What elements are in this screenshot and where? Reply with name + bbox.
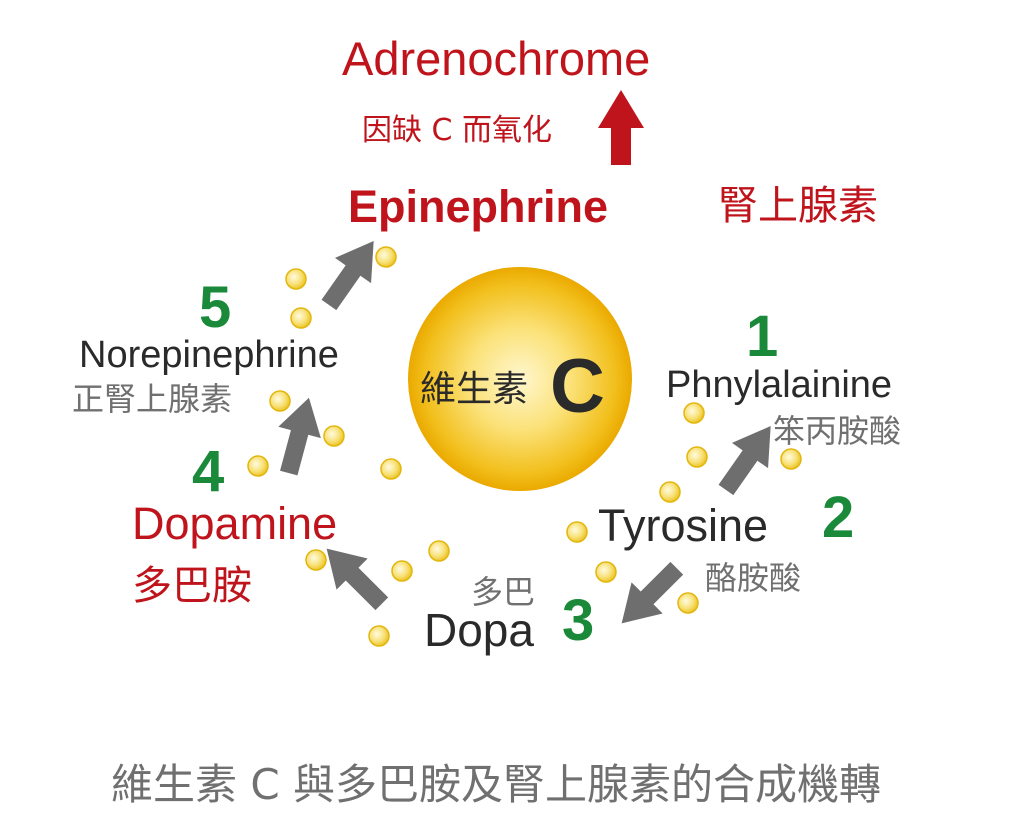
vitamin-zh-label: 維生素 — [420, 369, 529, 410]
step-3-name: Dopa — [424, 604, 534, 656]
step-1-name: Phnylalainine — [666, 364, 893, 406]
step-4-number: 4 — [192, 439, 225, 504]
vitamin-c-dot-icon — [305, 549, 327, 571]
step-4-name: Dopamine — [132, 498, 338, 549]
step-5-number: 5 — [199, 275, 232, 340]
vitamin-c-dot-icon — [323, 425, 345, 447]
gray-arrow-icon — [321, 241, 374, 311]
epinephrine-label: Epinephrine — [348, 181, 609, 232]
vitamin-c-dot-icon — [595, 561, 617, 583]
vitamin-c-dot-icon — [247, 455, 269, 477]
vitamin-c-dot-icon — [375, 246, 397, 268]
vitamin-c-dot-icon — [686, 446, 708, 468]
dots-group — [247, 246, 802, 647]
step-3-zh: 多巴 — [471, 573, 536, 611]
gray-arrow-icon — [278, 397, 321, 476]
step-1-zh: 笨丙胺酸 — [773, 412, 902, 450]
vitamin-c-letter: C — [550, 344, 605, 429]
vitamin-c-dot-icon — [368, 625, 390, 647]
epinephrine-zh: 腎上腺素 — [718, 183, 878, 229]
vitamin-c-dot-icon — [428, 540, 450, 562]
red-up-arrow-icon — [598, 90, 644, 165]
gray-arrow-icon — [326, 548, 389, 611]
step-4-zh: 多巴胺 — [132, 563, 252, 609]
step-2-name: Tyrosine — [598, 500, 769, 551]
step-2-number: 2 — [822, 485, 855, 550]
vitamin-c-dot-icon — [290, 307, 312, 329]
oxidize-note: 因缺 C 而氧化 — [362, 113, 553, 148]
adrenochrome-label: Adrenochrome — [342, 32, 651, 85]
step-1-number: 1 — [746, 304, 779, 369]
step-3-number: 3 — [562, 588, 595, 653]
vitamin-c-dot-icon — [285, 268, 307, 290]
step-5-name: Norepinephrine — [79, 334, 339, 376]
vitamin-c-dot-icon — [269, 390, 291, 412]
step-5-zh: 正腎上腺素 — [72, 380, 233, 418]
vitamin-c-dot-icon — [391, 560, 413, 582]
caption: 維生素 C 與多巴胺及腎上腺素的合成機轉 — [111, 760, 882, 809]
vitamin-c-sphere — [408, 267, 632, 491]
gray-arrow-icon — [621, 561, 684, 624]
vitamin-c-dot-icon — [659, 481, 681, 503]
vitamin-c-dot-icon — [683, 402, 705, 424]
gray-arrow-icon — [718, 426, 771, 496]
vitamin-c-dot-icon — [566, 521, 588, 543]
step-2-zh: 酪胺酸 — [705, 559, 802, 597]
vitamin-c-dot-icon — [677, 592, 699, 614]
vitamin-c-dot-icon — [380, 458, 402, 480]
vitamin-c-dot-icon — [780, 448, 802, 470]
